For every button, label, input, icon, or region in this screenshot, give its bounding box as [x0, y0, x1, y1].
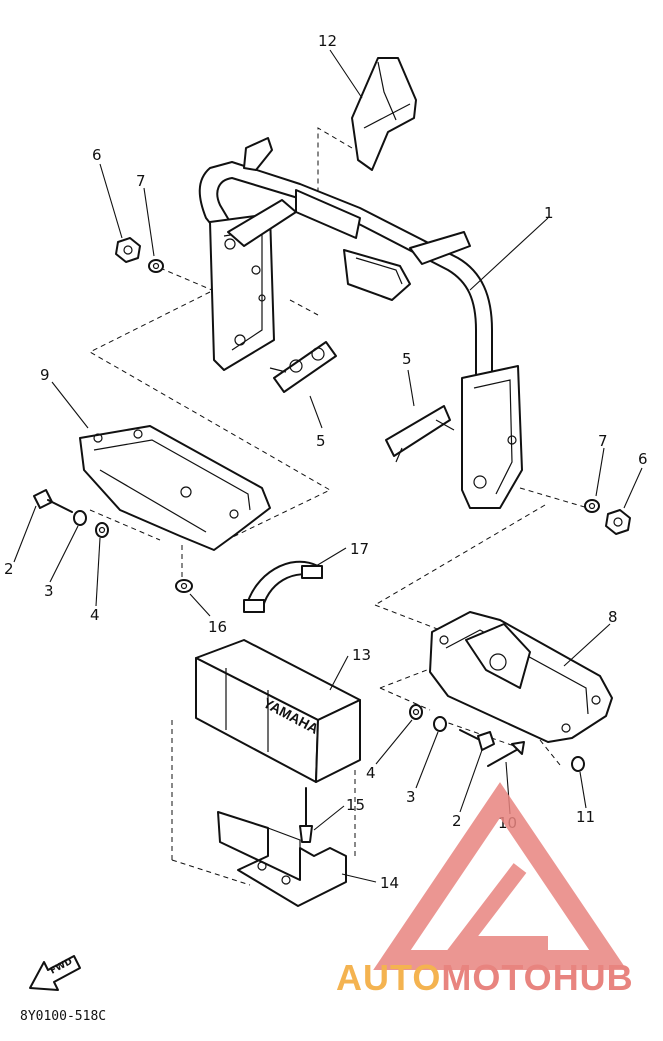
callout-7-right: 7 [598, 432, 608, 450]
part-7-washer-left [148, 259, 164, 273]
part-6-nut-right [605, 509, 631, 535]
callout-7-left: 7 [136, 172, 146, 190]
part-13-battery: YAMAHA [195, 639, 361, 783]
callout-3-left: 3 [44, 582, 54, 600]
part-5-stud-plate-right [385, 405, 455, 463]
part-12-bracket [351, 57, 417, 171]
callout-1: 1 [544, 204, 554, 222]
part-4-washer-right [409, 704, 423, 720]
callout-3-right: 3 [406, 788, 416, 806]
callout-6-right: 6 [638, 450, 648, 468]
callout-13: 13 [352, 646, 371, 664]
watermark-auto: AUTO [336, 957, 441, 998]
part-3-washer-left [73, 510, 87, 526]
part-17-battery-strap [243, 560, 323, 613]
part-8-bracket [429, 611, 613, 743]
part-1-carrier-frame [198, 137, 523, 509]
callout-14: 14 [380, 874, 399, 892]
callout-11: 11 [576, 808, 595, 826]
part-4-washer-left [95, 522, 109, 538]
watermark-logo [373, 782, 627, 970]
part-2-bolt-right [459, 729, 495, 751]
callout-17: 17 [350, 540, 369, 558]
part-16-grommet [175, 579, 193, 593]
callout-5-right: 5 [402, 350, 412, 368]
callout-9: 9 [40, 366, 50, 384]
callout-15: 15 [346, 796, 365, 814]
assembly-guide-lines [88, 127, 589, 886]
callout-4-right: 4 [366, 764, 376, 782]
callout-6-left: 6 [92, 146, 102, 164]
watermark-moto: MOTO [441, 957, 552, 998]
part-10-clip [487, 741, 525, 767]
part-9-bracket [79, 425, 271, 551]
part-15-pin [299, 787, 313, 843]
part-14-holder [217, 811, 347, 907]
callout-5-left: 5 [316, 432, 326, 450]
part-7-washer-right [584, 499, 600, 513]
part-5-stud-plate-left [269, 341, 337, 393]
fwd-arrow-icon: FWD [29, 955, 81, 991]
leader-lines [13, 49, 643, 883]
callout-2-right: 2 [452, 812, 462, 830]
diagram-code: 8Y0100-518C [20, 1009, 106, 1024]
callout-8: 8 [608, 608, 618, 626]
callout-12: 12 [318, 32, 337, 50]
part-2-bolt-left [33, 489, 73, 513]
callout-numbers: 12 1 6 7 9 5 5 7 6 2 3 4 16 17 8 13 4 3 … [4, 32, 648, 892]
callout-4-left: 4 [90, 606, 100, 624]
part-11-grommet [571, 756, 585, 772]
watermark-hub: HUB [553, 957, 634, 998]
part-6-nut-left [115, 237, 141, 263]
callout-2-left: 2 [4, 560, 14, 578]
watermark-text: AUTOMOTOHUB [336, 957, 634, 998]
part-3-washer-right [433, 716, 447, 732]
callout-16: 16 [208, 618, 227, 636]
